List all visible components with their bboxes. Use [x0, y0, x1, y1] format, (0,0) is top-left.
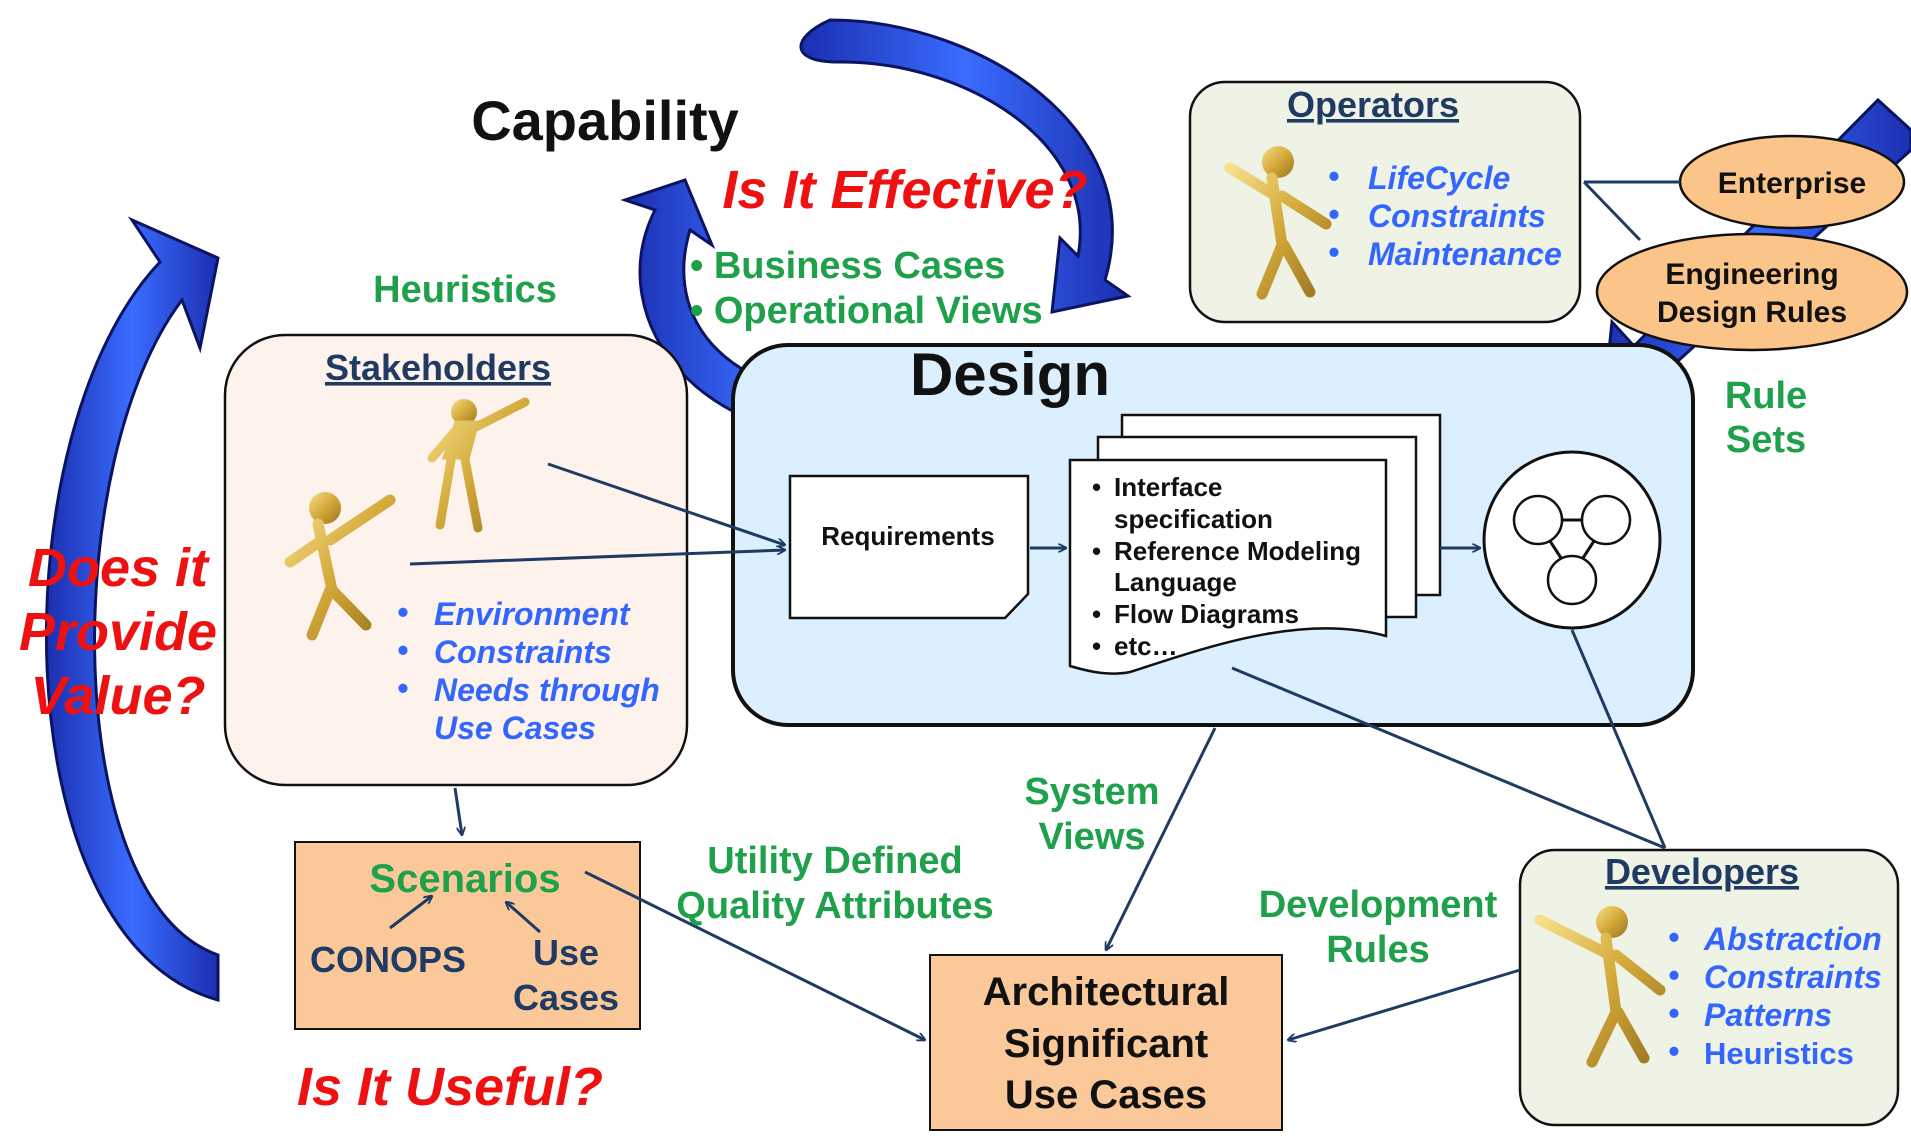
developer-figure-icon [1534, 906, 1666, 1068]
list-item: Use Cases [434, 710, 596, 746]
design-title: Design [910, 341, 1110, 408]
rule-sets-label: Sets [1726, 419, 1806, 461]
stakeholders-title: Stakeholders [325, 347, 551, 388]
spec-line: specification [1114, 504, 1273, 534]
list-item: Patterns [1704, 997, 1832, 1033]
development-rules-label: Development [1259, 884, 1498, 926]
development-rules-label: Rules [1326, 929, 1429, 971]
developers-list: • Abstraction • Constraints • Patterns •… [1668, 919, 1882, 1071]
spec-bullets: • Interface specification • Reference Mo… [1092, 472, 1361, 661]
operational-views-label: • Operational Views [690, 290, 1043, 332]
list-bullet: • [397, 594, 408, 630]
list-bullet: • [397, 670, 408, 706]
spec-bullet: • [1092, 536, 1101, 566]
asuc-line: Significant [1004, 1022, 1208, 1066]
spec-line: etc… [1114, 631, 1178, 661]
stakeholders-box [223, 333, 689, 787]
operators-title: Operators [1287, 84, 1459, 125]
asuc-line: Use Cases [1005, 1073, 1207, 1117]
value-question: Provide [19, 602, 217, 662]
operator-figure-icon [1224, 146, 1332, 300]
list-bullet: • [397, 632, 408, 668]
requirements-document: Requirements [788, 474, 1030, 620]
list-item: Maintenance [1368, 236, 1562, 272]
business-cases-label: • Business Cases [690, 245, 1005, 287]
asuc-line: Architectural [983, 970, 1230, 1014]
stakeholder-figures-icon [284, 397, 530, 641]
design-rules-label: Design Rules [1657, 296, 1847, 329]
list-item: Environment [434, 596, 631, 632]
spec-bullet: • [1092, 599, 1101, 629]
useful-question: Is It Useful? [297, 1057, 603, 1117]
heuristics-label: Heuristics [373, 269, 557, 311]
developers-title: Developers [1605, 851, 1799, 892]
system-views-label: System [1024, 771, 1159, 813]
engineering-label: Engineering [1665, 258, 1838, 291]
use-cases-label: Use [533, 932, 599, 973]
list-bullet: • [1668, 995, 1679, 1031]
requirements-label: Requirements [821, 521, 994, 551]
list-item: Heuristics [1704, 1036, 1854, 1071]
use-cases-label: Cases [513, 977, 619, 1018]
list-bullet: • [1328, 158, 1339, 194]
list-bullet: • [1328, 234, 1339, 270]
scenarios-box [294, 841, 641, 1030]
scenarios-title: Scenarios [369, 857, 560, 901]
conops-label: CONOPS [310, 939, 466, 980]
list-item: LifeCycle [1368, 160, 1510, 196]
list-bullet: • [1668, 919, 1679, 955]
value-question: Value? [30, 666, 205, 726]
list-item: Constraints [1368, 198, 1546, 234]
spec-line: Reference Modeling [1114, 536, 1361, 566]
value-question: Does it [28, 538, 210, 598]
list-bullet: • [1328, 196, 1339, 232]
asuc-box [929, 954, 1283, 1131]
system-views-label: Views [1038, 816, 1145, 858]
architecture-component-icon [1482, 450, 1662, 630]
engineering-design-rules-ellipse [1595, 232, 1909, 352]
enterprise-label: Enterprise [1718, 167, 1866, 200]
utility-label: Utility Defined [707, 840, 962, 882]
spec-line: Language [1114, 567, 1237, 597]
capability-label: Capability [471, 89, 739, 152]
list-bullet: • [1668, 1033, 1679, 1069]
list-item: Constraints [1704, 959, 1882, 995]
rule-sets-label: Rule [1725, 375, 1807, 417]
spec-line: Flow Diagrams [1114, 599, 1299, 629]
spec-bullet: • [1092, 631, 1101, 661]
list-item: Needs through [434, 672, 660, 708]
list-item: Constraints [434, 634, 612, 670]
spec-bullet: • [1092, 472, 1101, 502]
is-effective-label: Is It Effective? [722, 160, 1087, 220]
list-item: Abstraction [1703, 921, 1882, 957]
spec-line: Interface [1114, 472, 1222, 502]
operators-list: • LifeCycle • Constraints • Maintenance [1328, 158, 1562, 272]
stakeholders-list: • Environment • Constraints • Needs thro… [397, 594, 660, 746]
specification-documents: • Interface specification • Reference Mo… [1068, 413, 1442, 675]
utility-label: Quality Attributes [676, 885, 993, 927]
value-cycle-arrow [44, 216, 220, 1002]
list-bullet: • [1668, 957, 1679, 993]
